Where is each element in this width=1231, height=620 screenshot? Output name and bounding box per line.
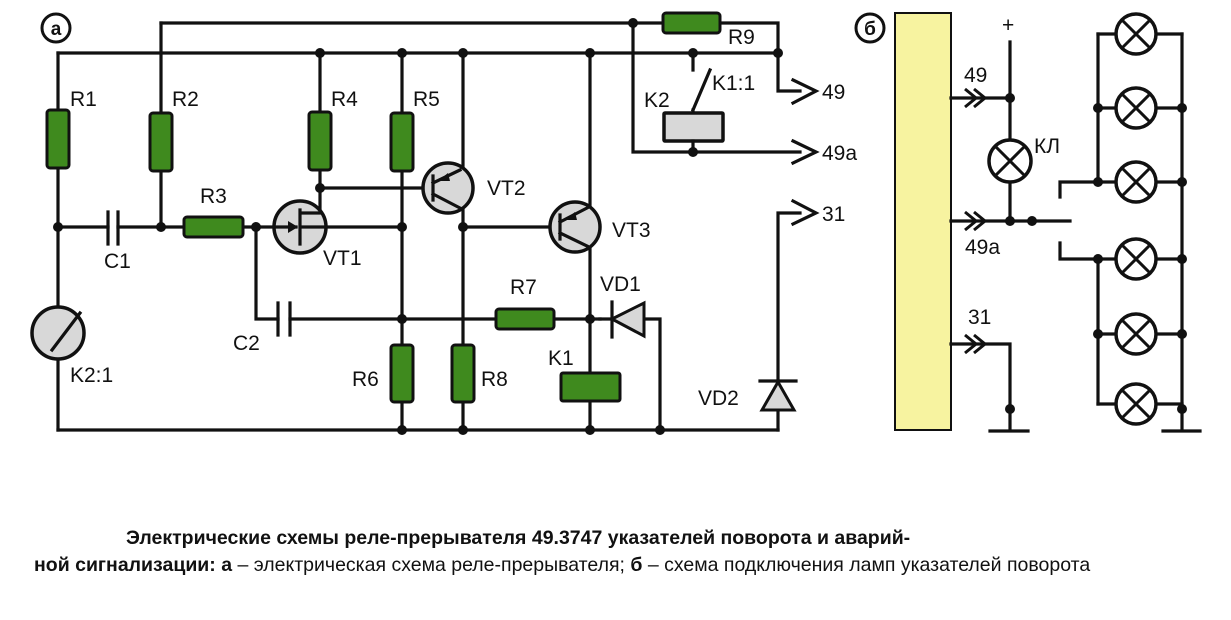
turn-signal-lamp [1114,86,1158,130]
transistor-vt3 [548,200,602,254]
diagram-b: б + 49 КЛ 49а 31 [854,12,1202,433]
turn-signal-lamp [1114,382,1158,426]
diode-vd2 [759,378,797,412]
svg-text:49: 49 [822,81,845,104]
svg-text:R3: R3 [200,185,227,208]
resistor-r9 [661,11,722,35]
transistor-vt2 [421,161,475,215]
relay-contact-k2-1 [30,305,86,361]
wire-r9-right [718,21,780,55]
terminal-31-arrow [790,198,820,227]
resistor-r7 [494,307,556,331]
svg-text:R9: R9 [728,26,755,49]
svg-text:VD2: VD2 [698,387,739,410]
svg-text:R6: R6 [352,368,379,391]
svg-text:K1:1: K1:1 [712,72,755,95]
turn-signal-lamp [1114,160,1158,204]
relay-coil-k2 [662,111,725,143]
svg-text:31: 31 [822,203,845,226]
svg-text:C1: C1 [104,250,131,273]
svg-text:K2: K2 [644,89,670,112]
caption-title: Электрические схемы реле-прерывателя 49.… [126,527,911,549]
turn-signal-lamp [1114,237,1158,281]
svg-text:R2: R2 [172,88,199,111]
resistor-r8 [450,343,476,404]
svg-text:VD1: VD1 [600,273,641,296]
svg-text:K1: K1 [548,347,574,370]
diagram-a: а R1 K2:1 R2 C1 R3 VT1 C2 [30,11,857,435]
svg-text:K2:1: K2:1 [70,364,113,387]
caption-key-a: а [221,554,233,576]
caption-key-b: б [630,554,643,576]
svg-text:+: + [1002,14,1014,37]
resistor-r3 [182,215,245,239]
svg-text:49а: 49а [965,236,1000,259]
junction-dots [53,18,783,435]
resistor-r6 [389,343,415,404]
svg-text:49: 49 [964,64,987,87]
badge-a: а [40,12,72,44]
resistor-r4 [307,110,333,172]
svg-text:C2: C2 [233,332,260,355]
junction-dots-b [1005,93,1187,414]
svg-text:б: б [864,19,876,40]
svg-text:VT1: VT1 [323,247,362,270]
svg-text:R4: R4 [331,88,358,111]
relay-block [894,12,952,431]
turn-signal-lamp [1114,312,1158,356]
resistor-r5 [389,111,415,173]
svg-text:R7: R7 [510,276,537,299]
svg-text:VT3: VT3 [612,219,651,242]
badge-b: б [854,12,886,44]
svg-text:VT2: VT2 [487,177,526,200]
resistor-r2 [148,111,174,173]
resistor-r1 [45,108,71,170]
svg-text:R5: R5 [413,88,440,111]
figure-caption: Электрические схемы реле-прерывателя 49.… [34,525,1226,579]
caption-text-b: – схема подключения ламп указателей пово… [642,554,1091,576]
svg-text:а: а [51,19,62,40]
svg-text:R1: R1 [70,88,97,111]
relay-coil-k1 [559,371,622,403]
turn-signal-lamp [1114,12,1158,56]
schematic-diagram: а R1 K2:1 R2 C1 R3 VT1 C2 [30,11,1202,435]
caption-text-a: – электрическая схема реле-прерывателя; [232,554,631,576]
caption-title-cont: ной сигнализации: [34,554,216,576]
svg-text:49а: 49а [822,142,857,165]
svg-text:31: 31 [968,306,991,329]
svg-text:R8: R8 [481,368,508,391]
terminal-49a-arrow [790,138,820,166]
terminal-49-arrow [790,77,820,106]
svg-text:КЛ: КЛ [1034,135,1060,158]
diode-vd1 [608,300,646,339]
